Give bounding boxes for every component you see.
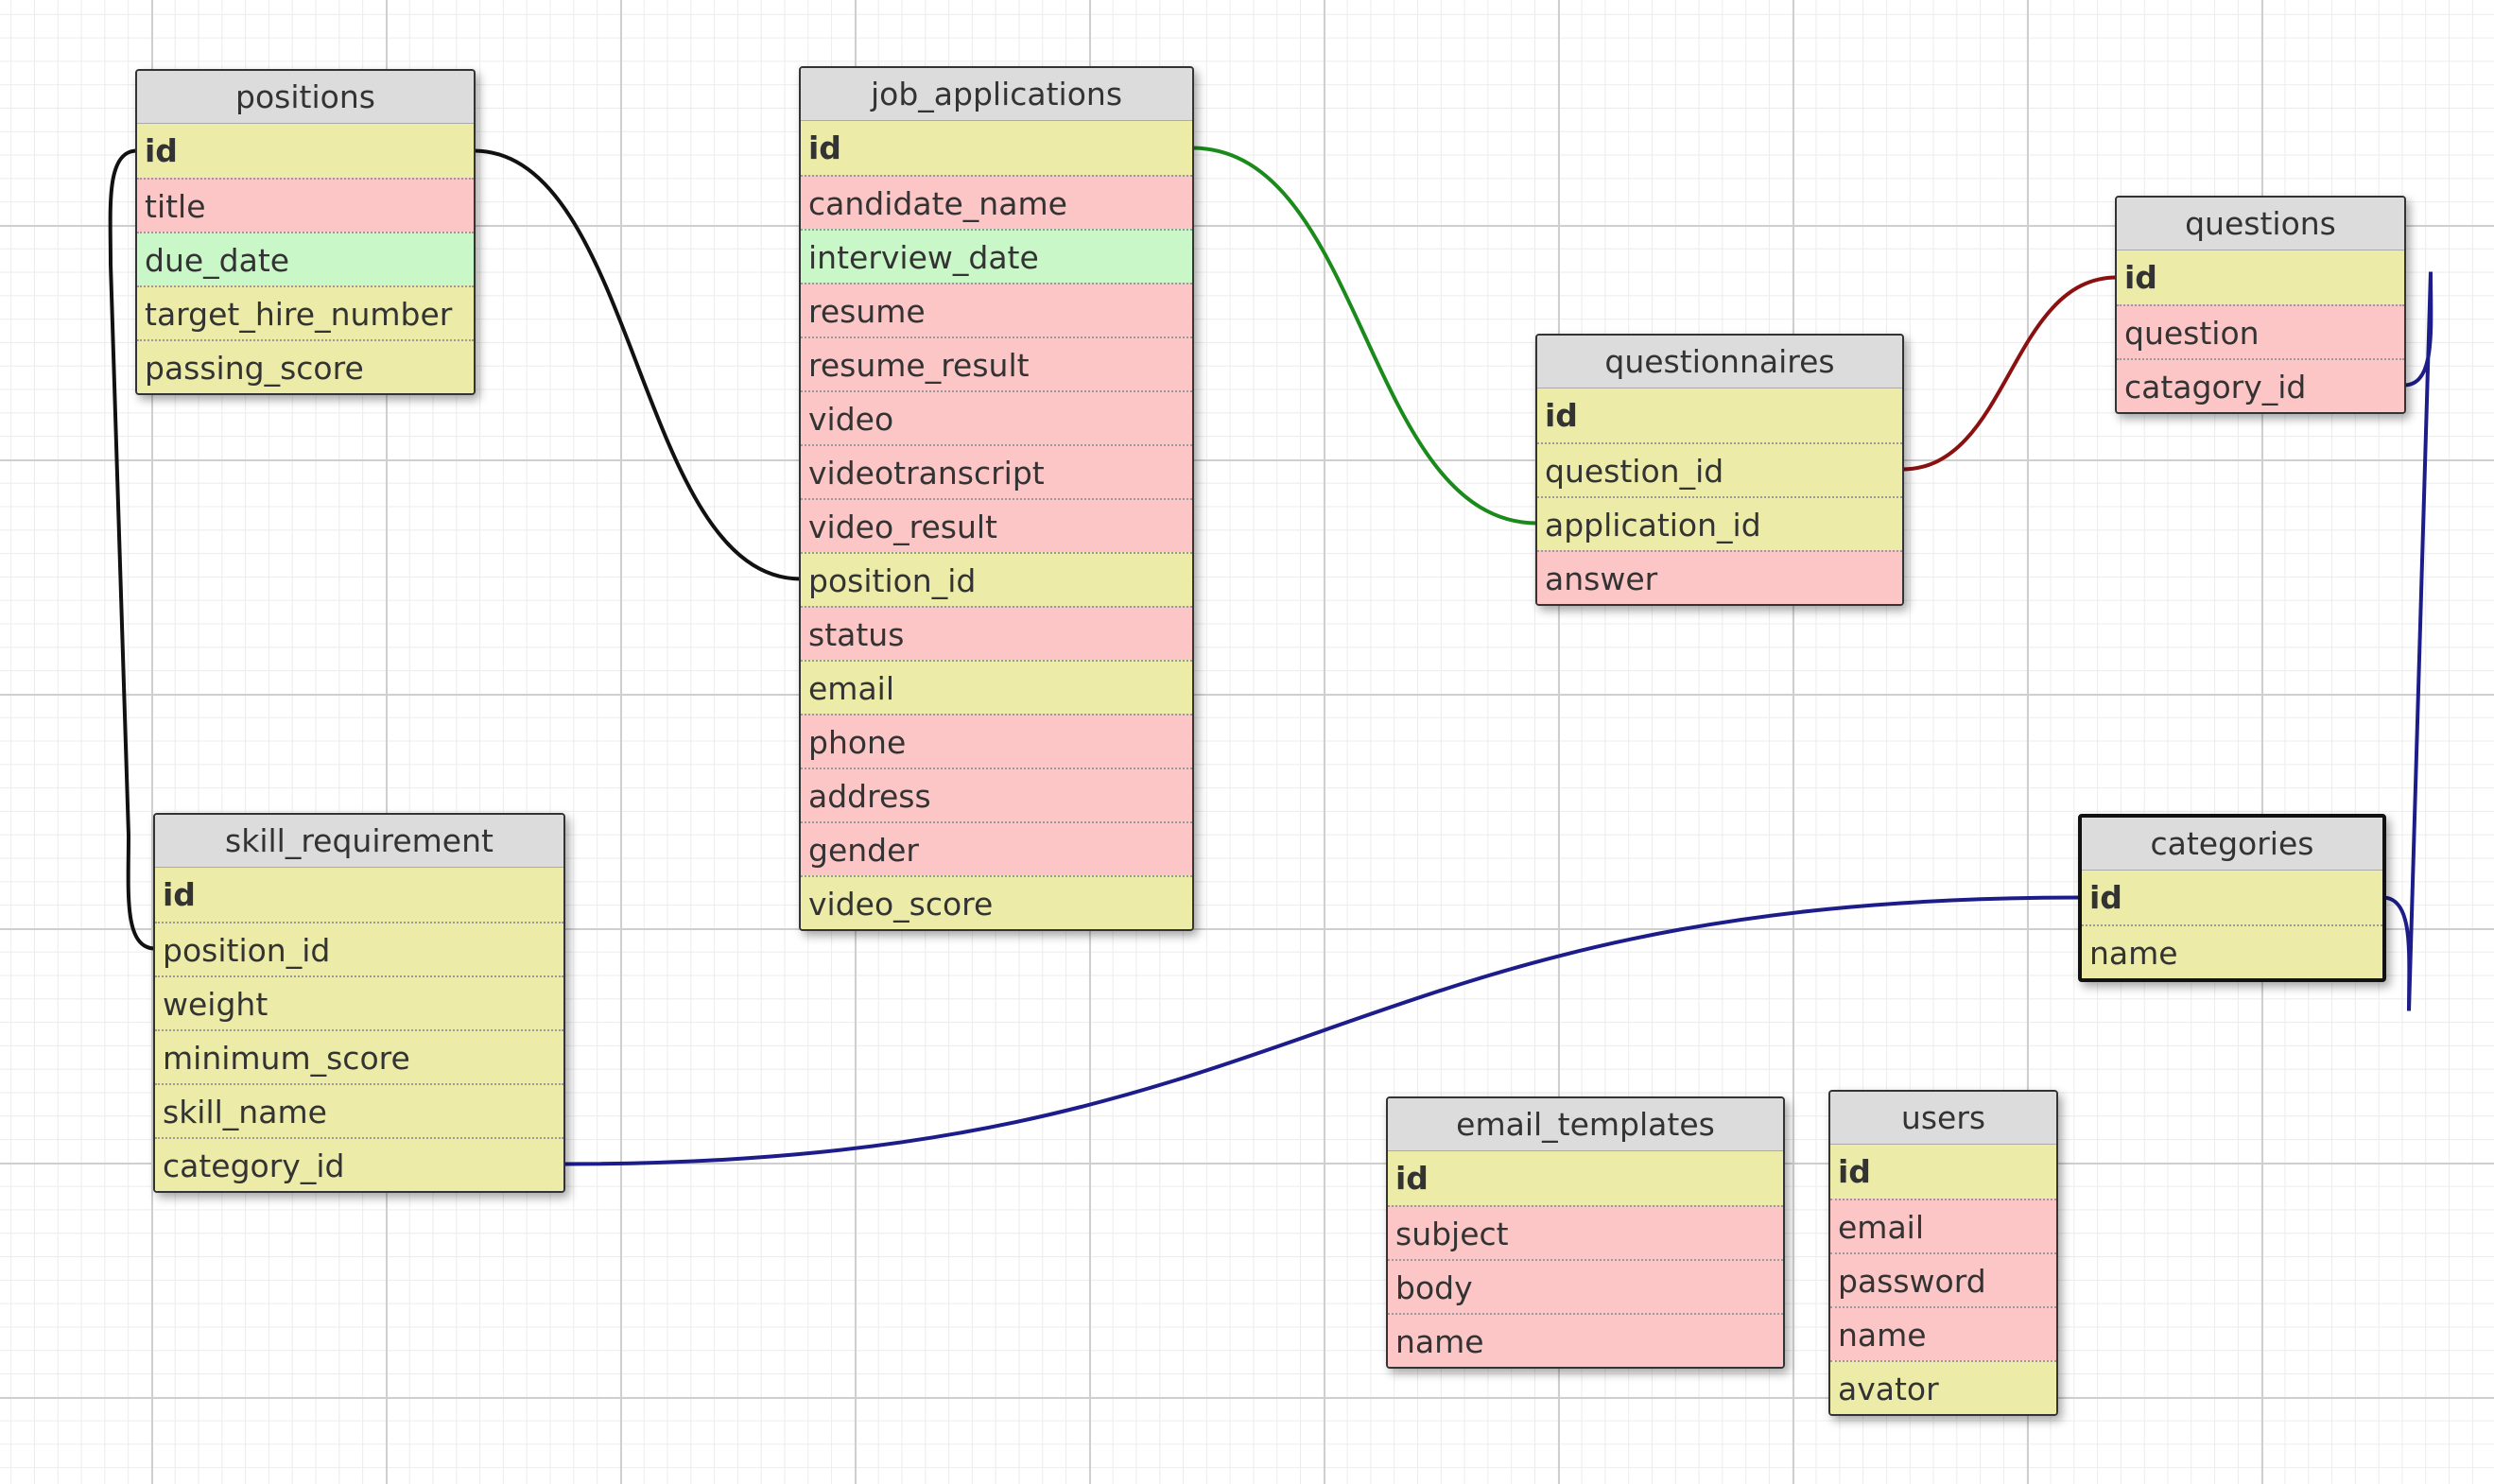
field-id[interactable]: id: [2117, 250, 2404, 304]
field-id[interactable]: id: [801, 121, 1192, 175]
relation-line-3[interactable]: [1901, 275, 2118, 472]
field-video[interactable]: video: [801, 390, 1192, 444]
field-application-id[interactable]: application_id: [1537, 496, 1902, 550]
table-title[interactable]: categories: [2082, 818, 2382, 871]
field-id[interactable]: id: [1830, 1145, 2056, 1199]
field-resume[interactable]: resume: [801, 283, 1192, 336]
field-position-id[interactable]: position_id: [155, 922, 563, 975]
table-title[interactable]: questionnaires: [1537, 336, 1902, 388]
field-question-id[interactable]: question_id: [1537, 442, 1902, 496]
table-title[interactable]: skill_requirement: [155, 815, 563, 868]
field-address[interactable]: address: [801, 768, 1192, 821]
field-subject[interactable]: subject: [1388, 1205, 1783, 1259]
field-email[interactable]: email: [801, 660, 1192, 714]
field-name[interactable]: name: [2082, 924, 2382, 978]
relation-line-0[interactable]: [473, 148, 802, 581]
field-video-score[interactable]: video_score: [801, 875, 1192, 929]
field-body[interactable]: body: [1388, 1259, 1783, 1313]
field-id[interactable]: id: [2082, 871, 2382, 924]
field-video-result[interactable]: video_result: [801, 498, 1192, 552]
field-title[interactable]: title: [137, 178, 474, 232]
field-answer[interactable]: answer: [1537, 550, 1902, 604]
field-candidate-name[interactable]: candidate_name: [801, 175, 1192, 229]
field-minimum-score[interactable]: minimum_score: [155, 1029, 563, 1083]
field-status[interactable]: status: [801, 606, 1192, 660]
field-gender[interactable]: gender: [801, 821, 1192, 875]
field-videotranscript[interactable]: videotranscript: [801, 444, 1192, 498]
field-resume-result[interactable]: resume_result: [801, 336, 1192, 390]
field-phone[interactable]: phone: [801, 714, 1192, 768]
table-title[interactable]: positions: [137, 71, 474, 124]
field-avator[interactable]: avator: [1830, 1360, 2056, 1414]
table-title[interactable]: questions: [2117, 198, 2404, 250]
field-interview-date[interactable]: interview_date: [801, 229, 1192, 283]
field-catagory-id[interactable]: catagory_id: [2117, 358, 2404, 412]
field-password[interactable]: password: [1830, 1252, 2056, 1306]
field-weight[interactable]: weight: [155, 975, 563, 1029]
field-id[interactable]: id: [155, 868, 563, 922]
field-skill-name[interactable]: skill_name: [155, 1083, 563, 1137]
field-id[interactable]: id: [1537, 388, 1902, 442]
field-id[interactable]: id: [1388, 1151, 1783, 1205]
table-title[interactable]: users: [1830, 1092, 2056, 1145]
relation-line-2[interactable]: [1191, 146, 1538, 526]
field-name[interactable]: name: [1388, 1313, 1783, 1367]
table-title[interactable]: email_templates: [1388, 1098, 1783, 1151]
field-passing-score[interactable]: passing_score: [137, 339, 474, 393]
field-due-date[interactable]: due_date: [137, 232, 474, 285]
table-title[interactable]: job_applications: [801, 68, 1192, 121]
field-email[interactable]: email: [1830, 1199, 2056, 1252]
field-category-id[interactable]: category_id: [155, 1137, 563, 1191]
field-position-id[interactable]: position_id: [801, 552, 1192, 606]
field-target-hire-number[interactable]: target_hire_number: [137, 285, 474, 339]
field-name[interactable]: name: [1830, 1306, 2056, 1360]
field-id[interactable]: id: [137, 124, 474, 178]
field-question[interactable]: question: [2117, 304, 2404, 358]
